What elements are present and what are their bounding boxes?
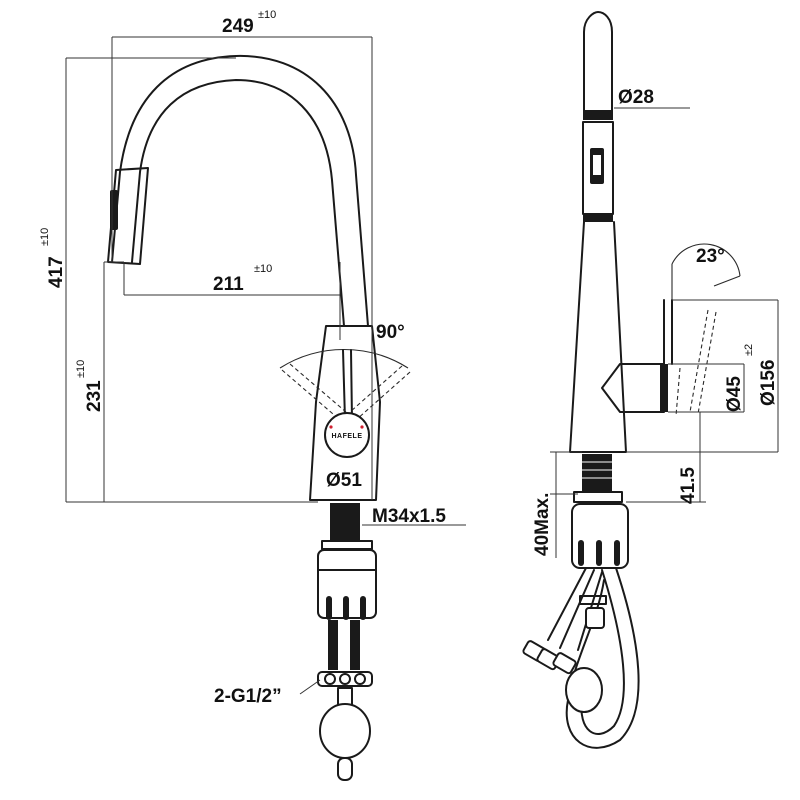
max-deck-label: 40Max. [532,493,553,556]
side-lever-tilted [689,309,709,413]
valve-fitting [585,607,605,629]
lever-swing-arc [279,349,409,369]
spray-head-tip [110,190,118,230]
side-bracket-tab-3 [614,540,620,566]
side-bracket-tab-1 [578,540,584,566]
valve-fitting-arm [579,595,607,605]
reach-dim-value: 211 [213,274,244,295]
counterweight [319,703,371,759]
side-lever-tilted-b [697,311,717,415]
body-diameter-label: Ø51 [326,470,362,491]
width-dim-tol: ±10 [258,9,276,21]
lever-handle-center [342,349,346,421]
base-height-label: 41.5 [678,467,699,504]
reach-dim-tol: ±10 [254,263,272,275]
lever-handle-center-b [350,349,353,421]
label-mask [467,500,507,540]
mounting-nut [321,540,373,550]
tilt-ref-line [713,275,741,287]
hose-right [350,620,360,670]
hot-indicator-dot [329,425,333,429]
side-connector-3 [552,652,577,675]
connector-nut-2 [339,673,351,685]
spray-button-inner [593,155,601,175]
hose-connection-leader [299,679,321,695]
weight-stem [337,757,353,781]
lever-position-right [355,371,411,421]
spray-band-bottom [583,214,613,222]
side-bracket-tab-2 [596,540,602,566]
spout-inner-outline [131,79,345,327]
tilt-angle-arc [671,243,741,277]
lever-reach-label: Ø156 [758,360,779,406]
spout-outline [111,54,369,327]
side-threaded-shank [582,454,612,492]
base-diameter-label: Ø45 [724,376,745,412]
lever-angle-label: 90° [376,322,405,343]
side-lever-cap [660,364,668,412]
threaded-shank [330,503,360,541]
connector-nut-3 [354,673,366,685]
side-lever-cone [601,363,665,413]
brand-logo: HAFELE [332,433,363,440]
spray-hose-loop [565,567,640,749]
logo-disc [324,412,370,458]
side-mounting-nut [573,491,623,503]
spray-hose-loop-inner [580,569,625,735]
lever-position-left [281,369,341,421]
tilt-angle-label: 23° [696,246,725,267]
cold-indicator-dot [360,425,364,429]
height-dim-tol: ±10 [39,228,51,246]
lever-position-right-b [349,365,403,413]
width-dim-value: 249 [222,16,254,37]
spout-height-value: 231 [84,380,105,412]
side-lever-cap-tilted [675,367,681,417]
side-counterweight [565,667,603,713]
bracket-tab-1 [326,596,332,620]
lever-position-left-b [289,363,347,413]
front-view: HAFELE 249 ±10 417 ±10 21 [39,9,466,781]
supply-hose-2 [559,569,595,649]
spout-height-tol: ±10 [75,360,87,378]
side-spray-head [583,11,613,111]
height-dim-value: 417 [46,256,67,288]
connector-nut-1 [324,673,336,685]
spray-band-top [583,110,613,120]
hose-connection-label: 2-G1/2” [214,686,282,707]
bracket-tab-2 [343,596,349,620]
side-mounting-bracket [571,503,629,569]
side-body [569,221,627,453]
hose-left [328,620,338,670]
thread-label: M34x1.5 [372,506,446,527]
spray-diameter-label: Ø28 [618,87,654,108]
lever-reach-tol: ±2 [743,344,755,356]
side-view: 23° Ø28 Ø45 Ø156 ±2 41.5 40Max. [522,11,779,749]
bracket-tab-3 [360,596,366,620]
supply-hose-1 [547,567,587,641]
